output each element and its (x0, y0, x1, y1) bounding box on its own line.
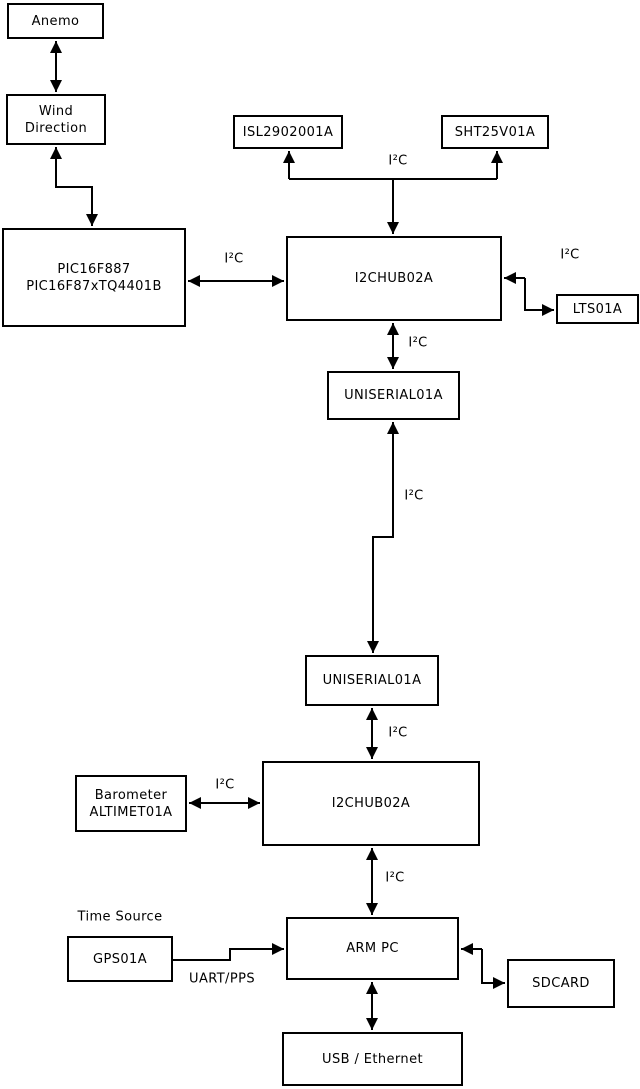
node-sht25v01a: SHT25V01A (441, 115, 549, 149)
label-i2c-long-link: I²C (404, 488, 424, 504)
label-i2c-baro-hub2: I²C (215, 777, 235, 793)
node-uniserial01a-lower: UNISERIAL01A (305, 655, 439, 706)
edge-wind-pic-up (50, 147, 93, 226)
node-uniserial01a-upper: UNISERIAL01A (327, 371, 460, 420)
label-i2c-top-bus: I²C (388, 153, 408, 169)
label-i2c-hub1-lts: I²C (560, 247, 580, 263)
node-arm-pc: ARM PC (286, 917, 459, 980)
node-gps01a: GPS01A (67, 936, 173, 982)
edge-hub1-lts (524, 278, 554, 316)
node-i2chub02a-upper: I2CHUB02A (286, 236, 502, 321)
edge-gps-arm (173, 943, 284, 961)
node-barometer-altimet01a: Barometer ALTIMET01A (75, 775, 187, 832)
node-isl2902001a: ISL2902001A (233, 115, 343, 149)
label-time-source: Time Source (77, 909, 163, 925)
edge-u1-u2-up (372, 422, 399, 653)
edge-arm-sdcard (481, 949, 505, 989)
label-i2c-uniserial2-hub2: I²C (388, 725, 408, 741)
label-uart-pps: UART/PPS (189, 971, 255, 987)
node-anemo: Anemo (7, 3, 104, 39)
node-i2chub02a-lower: I2CHUB02A (262, 761, 480, 846)
node-sdcard: SDCARD (507, 959, 615, 1008)
label-i2c-hub1-uniserial1: I²C (408, 335, 428, 351)
label-i2c-pic-hub1: I²C (224, 251, 244, 267)
node-lts01a: LTS01A (556, 294, 639, 324)
node-pic16f887: PIC16F887 PIC16F87xTQ4401B (2, 228, 186, 327)
label-i2c-hub2-armpc: I²C (385, 870, 405, 886)
node-wind-direction: Wind Direction (6, 94, 106, 145)
node-usb-ethernet: USB / Ethernet (282, 1032, 463, 1086)
